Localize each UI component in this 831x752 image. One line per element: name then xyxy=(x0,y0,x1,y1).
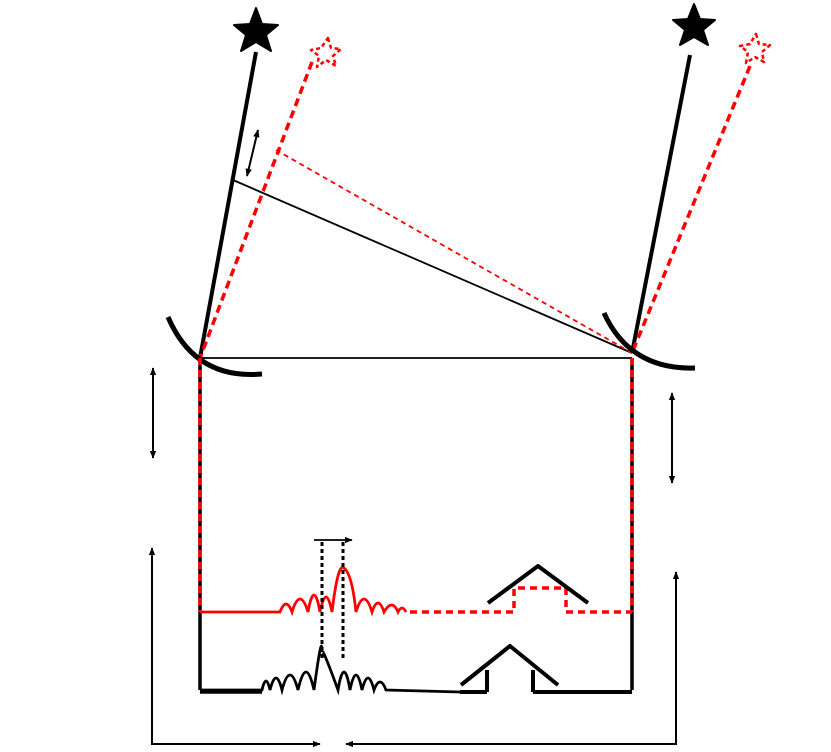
delay-arrow xyxy=(245,129,260,177)
ray-right xyxy=(630,54,692,354)
wavefront-line xyxy=(232,179,633,354)
fringe-pattern xyxy=(200,644,461,696)
ray-right-offset xyxy=(630,65,752,354)
correlator-path-right xyxy=(348,572,677,745)
roof-shape-small xyxy=(486,564,590,605)
fringe-pattern-offset xyxy=(200,565,408,617)
roof-shape xyxy=(459,644,632,694)
star-icon-left xyxy=(233,7,279,52)
star-outline-icon-left xyxy=(309,36,343,69)
wavefront-line-offset xyxy=(275,149,633,354)
telescope-dish-left xyxy=(165,316,263,378)
star-icon-right xyxy=(672,3,716,46)
star-outline-icon-right xyxy=(738,32,772,65)
step-shape-offset xyxy=(410,586,632,614)
telescope-dish-right xyxy=(601,311,696,371)
correlator-path-left xyxy=(151,548,318,745)
ray-left-offset xyxy=(198,61,314,359)
ray-left xyxy=(198,51,258,359)
